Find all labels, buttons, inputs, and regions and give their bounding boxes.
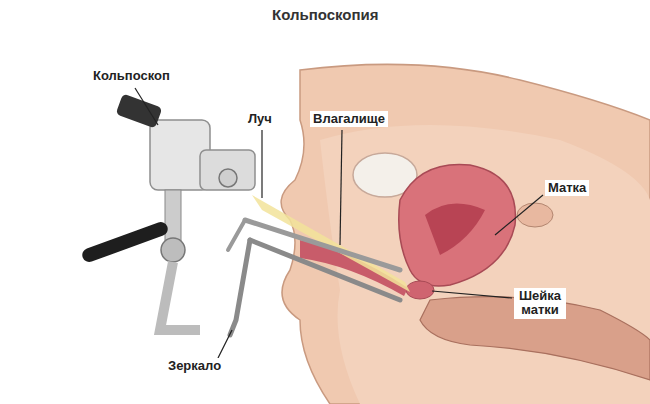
leader-line — [340, 130, 342, 245]
uterus-cavity — [425, 204, 485, 255]
diagram-title: Кольпоскопия — [269, 6, 382, 25]
part-label: Луч — [245, 111, 275, 127]
leader-line — [495, 195, 543, 235]
ovary — [517, 203, 553, 227]
leader-line — [261, 130, 262, 198]
part-label: Кольпоскоп — [90, 68, 173, 84]
cervix — [406, 281, 434, 299]
speculum-lever — [228, 220, 245, 250]
part-label: Матка — [545, 180, 589, 196]
colposcope-joint — [161, 238, 185, 262]
colposcope-knob — [219, 169, 237, 187]
leader-line — [218, 330, 232, 358]
speculum-handle — [230, 240, 250, 335]
colposcope-stand — [160, 262, 200, 330]
part-label: Зеркало — [165, 358, 224, 374]
leader-line — [432, 291, 512, 298]
body-outline — [281, 64, 650, 404]
leader-line — [135, 88, 158, 125]
colposcope-eyepiece — [116, 93, 163, 128]
colposcope-head — [200, 150, 255, 190]
part-label: Шейка матки — [514, 288, 566, 319]
part-label: Влагалище — [310, 111, 388, 127]
speculum-lower-blade — [250, 240, 400, 300]
uterus — [399, 164, 516, 286]
light-beam — [252, 195, 410, 292]
colposcope-handle — [80, 220, 169, 264]
